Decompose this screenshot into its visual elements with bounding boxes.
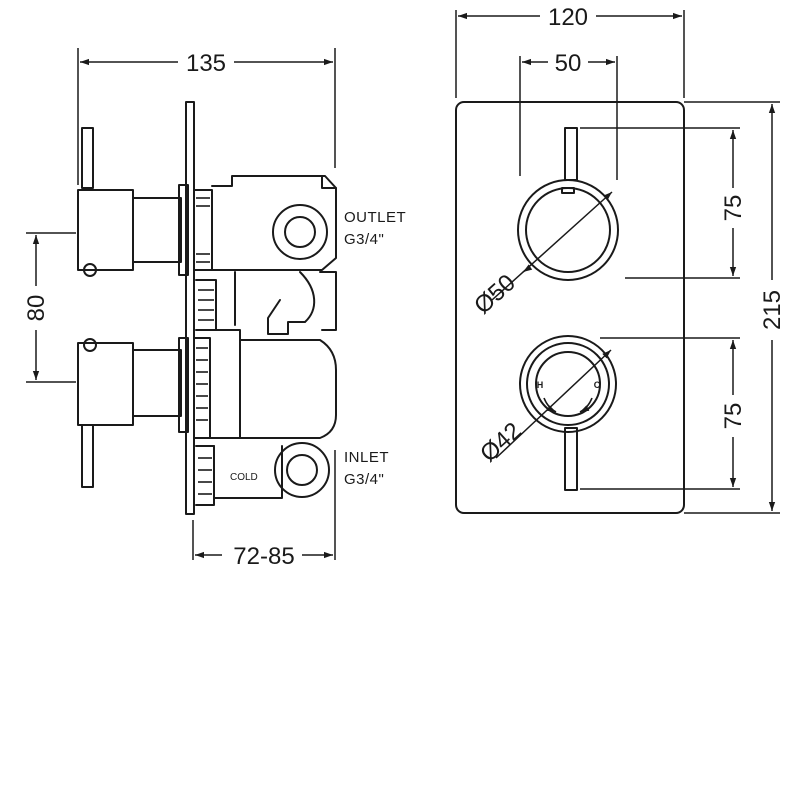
upper-knob-diameter-label: Ø50	[469, 269, 521, 319]
inlet-label: INLET	[344, 449, 389, 466]
outlet-label: OUTLET	[344, 209, 406, 226]
upper-handle-dim-label: 75	[720, 195, 747, 222]
inlet-port	[274, 442, 330, 498]
side-view: 135 80 72-85	[20, 48, 406, 570]
upper-diameter-leader	[491, 191, 613, 301]
dimension-50: 50	[519, 48, 618, 180]
wall-plate	[185, 101, 195, 515]
plate-width-label: 120	[548, 4, 588, 31]
valve-body-upper	[193, 175, 337, 271]
outlet-port	[272, 204, 328, 260]
lower-diameter-leader	[495, 349, 612, 459]
plate-height-label: 215	[759, 290, 786, 330]
depth-dimension-label: 72-85	[233, 543, 294, 570]
valve-body-middle	[195, 271, 337, 335]
lower-handle	[77, 337, 189, 488]
dimension-80: 80	[20, 232, 76, 383]
dimension-135: 135	[77, 48, 336, 185]
inlet-thread-label: G3/4"	[344, 471, 384, 488]
upper-knob	[517, 127, 619, 281]
cold-mark: C	[594, 380, 601, 390]
height-dimension-label: 80	[23, 295, 50, 322]
dimension-72-85: 72-85	[192, 450, 336, 570]
cold-label: COLD	[230, 472, 258, 483]
lower-knob: H C	[519, 335, 617, 491]
dimension-75-upper: 75	[580, 127, 748, 279]
width-dimension-label: 135	[186, 50, 226, 77]
upper-handle	[77, 127, 189, 277]
hot-mark: H	[537, 380, 544, 390]
valve-body-lower: COLD	[193, 329, 337, 506]
handle-spacing-label: 50	[555, 50, 582, 77]
dimension-120: 120	[455, 2, 685, 98]
outlet-thread-label: G3/4"	[344, 231, 384, 248]
lower-knob-diameter-label: Ø42	[475, 417, 527, 467]
dimension-215: 215	[684, 101, 789, 514]
front-view: 120 50 215 75	[455, 2, 789, 514]
lower-handle-dim-label: 75	[720, 403, 747, 430]
front-plate	[455, 101, 685, 514]
dimension-75-lower: 75	[580, 337, 748, 490]
